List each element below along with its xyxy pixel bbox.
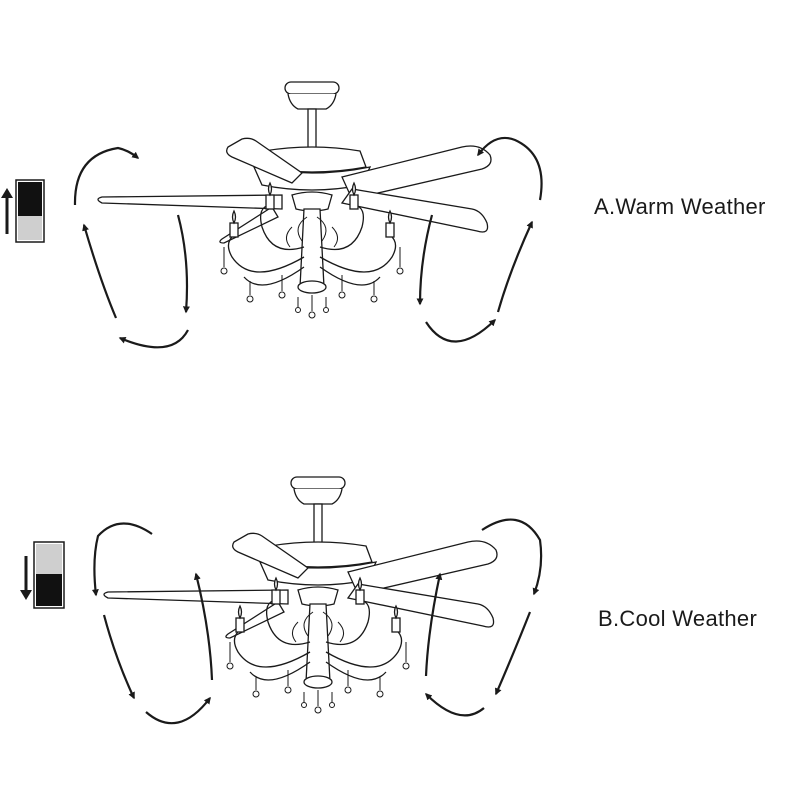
panel-cool-weather [20,476,543,725]
ceiling-fan-icon [103,476,498,714]
ceiling-fan-icon [97,81,492,319]
arrow-up-icon [1,188,13,234]
cool-weather-label: B.Cool Weather [598,606,758,631]
airflow-arrows [73,136,543,349]
panel-warm-weather [1,81,543,349]
arrow-down-icon [20,556,32,600]
warm-weather-label: A.Warm Weather [594,194,766,219]
direction-switch-icon [15,179,45,243]
direction-switch-icon [33,541,65,609]
airflow-arrows [91,518,543,725]
